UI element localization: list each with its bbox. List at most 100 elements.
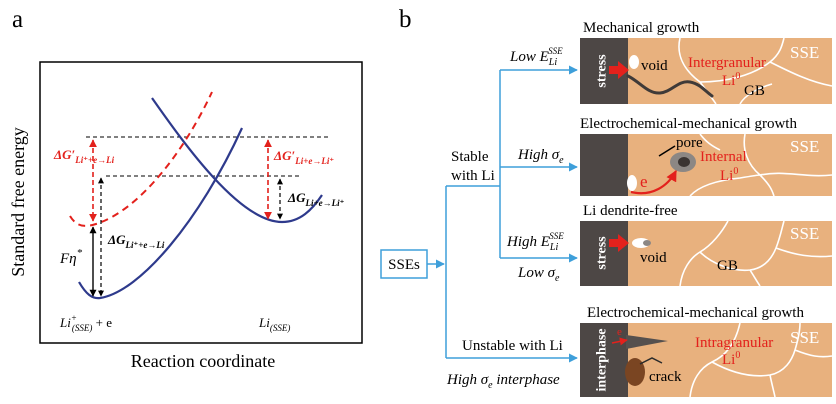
sse-label: SSE	[790, 224, 819, 243]
lithium-filament	[626, 74, 714, 98]
delta-g-left-label: ΔGLi⁺+e→Li	[107, 232, 165, 250]
interphase-region	[580, 323, 628, 397]
grain-boundary-lines	[689, 133, 833, 197]
delta-g-prime-left-sub: Li⁺+e→Li	[74, 155, 114, 165]
panel-b-letter: b	[399, 6, 412, 33]
delta-g-right-sub: Li+e→Li⁺	[305, 198, 345, 208]
high-e-sup: SSE	[549, 231, 564, 241]
gb-label: GB	[744, 83, 765, 99]
panel-title: Li dendrite-free	[583, 203, 678, 219]
intragranular-label: Intragranular	[695, 335, 773, 351]
void-shape	[627, 175, 637, 191]
lithium-region	[580, 221, 628, 286]
sse-label: SSE	[790, 137, 819, 156]
internal-li-label: Li0	[720, 166, 738, 184]
internal-li-shape	[678, 157, 690, 167]
grain-boundary-lines	[678, 37, 833, 105]
panel-title: Electrochemical-mechanical growth	[587, 305, 804, 321]
low-e-main: Low E	[509, 49, 549, 65]
li-metal-state-curve	[151, 97, 323, 224]
unstable-label: Unstable with Li	[462, 338, 563, 354]
interphase-branch-label: High σe interphase	[446, 372, 560, 391]
li-dendrite-free-panel: Li dendrite-free stress void GB SSE	[580, 203, 833, 287]
stress-label: stress	[595, 236, 610, 270]
intergranular-label: Intergranular	[688, 55, 766, 71]
delta-g-left-main: ΔG	[107, 232, 126, 247]
electron-label: e	[617, 326, 622, 338]
low-sigma-sub: e	[555, 273, 560, 284]
interphase-branch-tail: interphase	[493, 372, 560, 388]
electron-label: e	[640, 172, 648, 191]
void-shape	[629, 55, 639, 69]
li-symbol: Li	[720, 168, 733, 184]
lithium-region	[580, 134, 628, 196]
internal-label: Internal	[700, 149, 747, 165]
lithium-deposit-shape	[625, 358, 645, 386]
li-metal-state-main: Li	[258, 315, 270, 330]
li-metal-state-sub: (SSE)	[270, 323, 291, 333]
low-sigma-label: Low σe	[517, 265, 560, 284]
interphase-branch-sub: e	[488, 380, 493, 391]
grain-boundary-lines	[679, 220, 833, 287]
sses-label: SSEs	[388, 257, 420, 273]
high-sigma-label: High σe	[517, 147, 564, 166]
crack-line	[639, 357, 663, 365]
overpotential-shifted-curve	[69, 91, 213, 227]
interphase-label: interphase	[595, 329, 610, 392]
li-zero-sup: 0	[735, 350, 740, 361]
interphase-branch-main: High σ	[446, 372, 489, 388]
panel-title: Mechanical growth	[583, 20, 700, 36]
energy-diagram-frame	[39, 61, 363, 344]
intragranular-li-label: Li0	[722, 350, 740, 368]
low-sigma-main: Low σ	[517, 265, 556, 281]
high-sigma-main: High σ	[517, 147, 560, 163]
crack-label: crack	[649, 369, 682, 385]
electron-arrow	[611, 337, 628, 346]
li-ion-state-label: Li+(SSE) + e	[59, 313, 112, 333]
li-zero-sup: 0	[733, 166, 738, 177]
gb-label: GB	[717, 258, 738, 274]
panel-b: b SSEs Stable with Li Low ELiSSE High σe…	[380, 6, 833, 398]
delta-g-prime-right-sub: Li+e→Li⁺	[294, 156, 334, 166]
stress-arrow	[609, 61, 629, 79]
delta-g-right-label: ΔGLi+e→Li⁺	[287, 190, 345, 208]
overpotential-main: Fη	[59, 251, 77, 267]
li-ion-state-sub: (SSE)	[72, 323, 93, 333]
li-ion-state-main: Li	[59, 315, 71, 330]
delta-g-left-sub: Li⁺+e→Li	[125, 240, 165, 250]
y-axis-label: Standard free energy	[8, 127, 28, 277]
grain-boundary-lines	[689, 322, 833, 398]
stress-arrow	[609, 234, 629, 252]
pore-leader-line	[658, 145, 676, 157]
li-symbol: Li	[722, 352, 735, 368]
pore-label: pore	[676, 135, 703, 151]
delta-g-right-main: ΔG	[287, 190, 306, 205]
panel-a-letter: a	[12, 6, 23, 33]
li-ion-state-sup: +	[71, 313, 77, 323]
low-e-label: Low ELiSSE	[509, 46, 563, 68]
intergranular-li-label: Li0	[722, 71, 740, 89]
li-metal-state-label: Li(SSE)	[258, 315, 290, 333]
stable-label-line-1: Stable	[451, 149, 489, 165]
sse-label: SSE	[790, 328, 819, 347]
li-ion-state-tail: + e	[92, 315, 112, 330]
electron-path-arrow	[630, 170, 677, 195]
overpotential-label: Fη*	[59, 247, 83, 267]
stress-label: stress	[595, 54, 610, 88]
high-e-main: High E	[506, 234, 550, 250]
stable-label-line-2: with Li	[451, 168, 495, 184]
panel-title: Electrochemical-mechanical growth	[580, 116, 797, 132]
x-axis-label: Reaction coordinate	[131, 351, 275, 371]
delta-g-prime-left-main: ΔG′	[53, 147, 76, 162]
electrochemical-mechanical-growth-panel: Electrochemical-mechanical growth pore I…	[580, 116, 833, 197]
interphase-growth-panel: Electrochemical-mechanical growth interp…	[580, 305, 833, 398]
void-label: void	[641, 58, 668, 74]
dendrite-shape	[626, 335, 668, 349]
li-zero-sup: 0	[735, 71, 740, 82]
mechanical-growth-panel: Mechanical growth stress void Intergranu…	[580, 20, 833, 105]
sse-label: SSE	[790, 43, 819, 62]
high-sigma-sub: e	[559, 155, 564, 166]
delta-g-prime-left-label: ΔG′Li⁺+e→Li	[53, 147, 115, 165]
void-core-shape	[643, 240, 651, 246]
high-e-label: High ELiSSE	[506, 231, 564, 253]
